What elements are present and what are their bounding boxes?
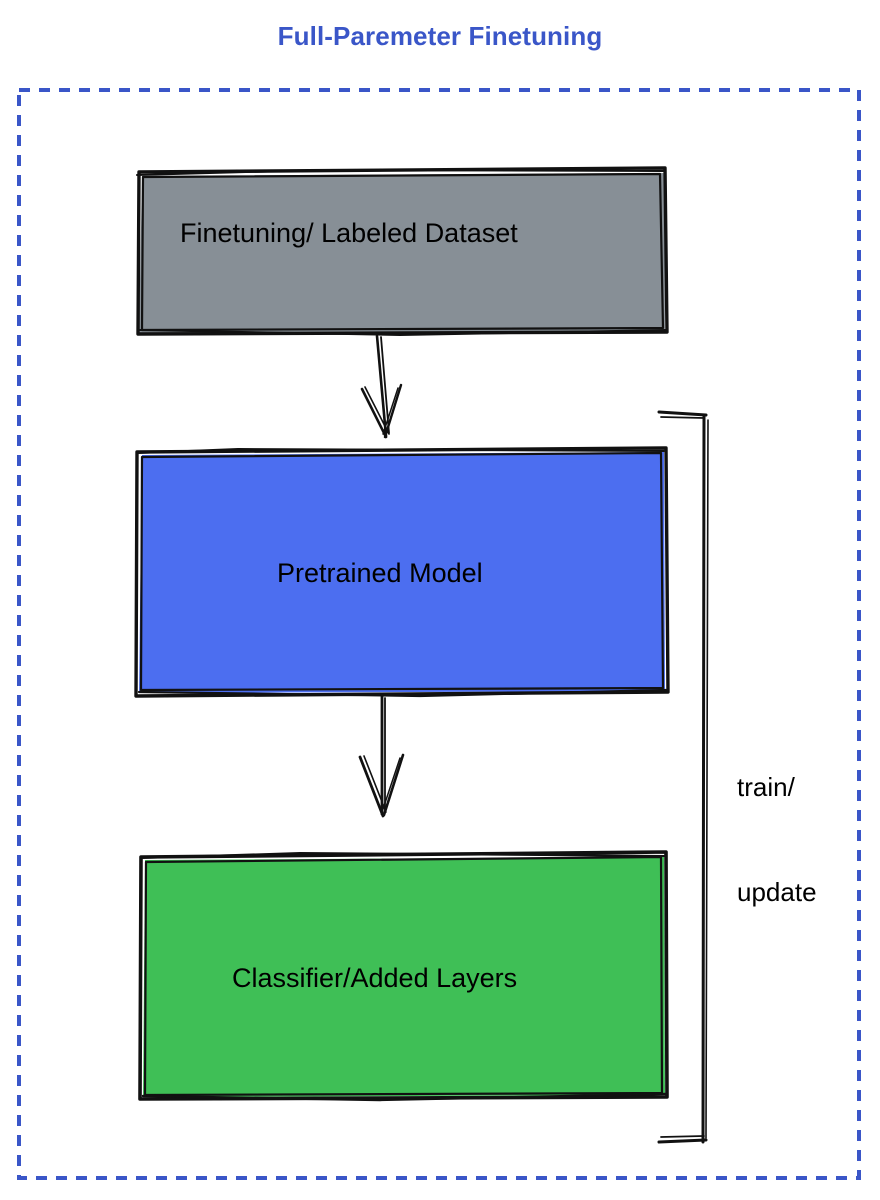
dashed-boundary [17, 88, 861, 1180]
node-dataset-outline-b [140, 172, 665, 332]
arrowhead-1-left [360, 387, 388, 439]
arrowhead-2-right2 [381, 757, 401, 813]
bracket-bottom-stub [657, 1138, 708, 1144]
node-dataset-fill [139, 173, 665, 333]
node-pretrained-fill [139, 452, 665, 693]
node-dataset-outline-a [136, 166, 669, 336]
node-pretrained-label: Pretrained Model [277, 558, 483, 588]
node-dataset-outline-c [136, 168, 665, 176]
node-classifier[interactable] [138, 850, 669, 1102]
node-classifier-outline-d [141, 1092, 668, 1102]
node-pretrained[interactable] [134, 446, 670, 698]
arrowhead-2-left [358, 755, 385, 818]
edge-feedback-bracket [657, 410, 709, 1144]
node-classifier-outline-c [141, 851, 665, 859]
edge-pretrained-to-classifier [358, 694, 405, 818]
node-dataset-label: Finetuning/ Labeled Dataset [180, 218, 518, 248]
page-title: Full-Paremeter Finetuning [277, 21, 603, 51]
node-classifier-fill [143, 857, 665, 1097]
bracket-top-stub [657, 410, 708, 417]
bracket-bottom-stub-b [660, 1135, 705, 1138]
bracket-vertical-b [705, 419, 709, 1139]
bracket-vertical [701, 414, 706, 1144]
edge-feedback-label: train/ update [737, 700, 817, 980]
node-dataset[interactable] [136, 166, 669, 337]
bracket-top-stub-b [660, 416, 705, 419]
node-dataset-outline-d [139, 329, 667, 337]
arrowhead-2-left2 [363, 755, 387, 813]
node-classifier-label: Classifier/Added Layers [232, 963, 518, 993]
edge-dataset-to-pretrained [360, 334, 403, 439]
arrowhead-1-right [383, 383, 403, 439]
node-pretrained-outline-d [137, 688, 668, 698]
edge-feedback-label-line2: update [737, 877, 817, 907]
edge-feedback-label-line1: train/ [737, 772, 795, 802]
node-pretrained-outline-b [139, 451, 665, 692]
node-pretrained-outline-c [137, 447, 665, 454]
arrowhead-1-right2 [382, 387, 399, 435]
arrowhead-2-right [382, 753, 405, 817]
